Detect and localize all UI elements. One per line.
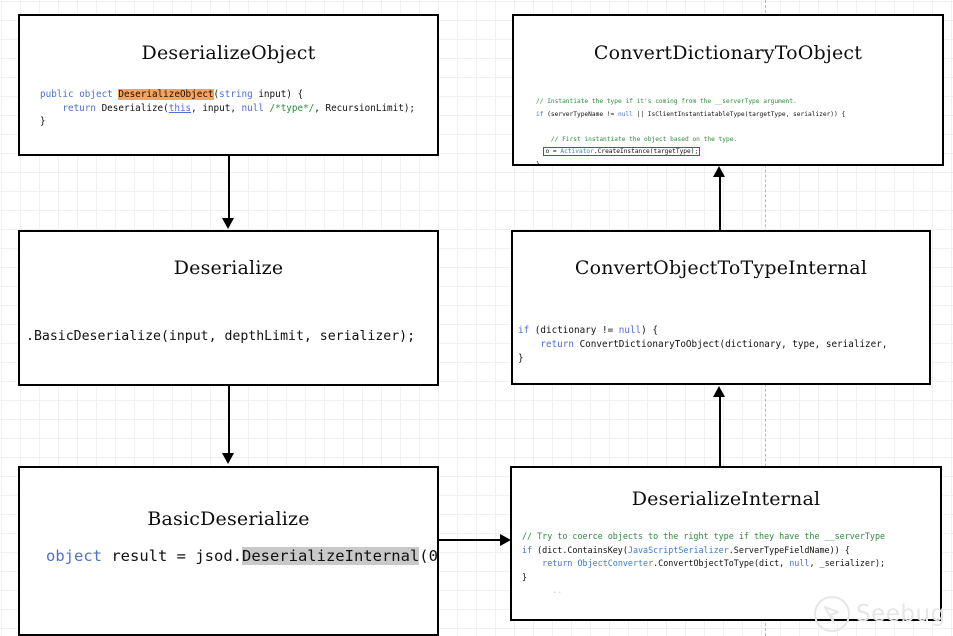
code-token: ConvertDictionaryToObject(dictionary, ty…	[573, 339, 888, 350]
code-indent	[522, 558, 542, 568]
code-token: }	[40, 116, 46, 127]
code-token-keyword: return	[542, 558, 573, 568]
code-token-comment: // Instantiate the type if it's coming f…	[536, 98, 797, 105]
code-block-convert-object-to-type-internal: if (dictionary != null) { return Convert…	[518, 324, 887, 366]
node-title: DeserializeObject	[141, 42, 316, 64]
code-token: }	[518, 353, 524, 364]
node-deserialize-object[interactable]: DeserializeObject public object Deserial…	[18, 14, 439, 156]
arrowhead-up	[713, 386, 725, 397]
code-token: input) {	[252, 89, 304, 100]
code-token: Deserialize(	[95, 102, 169, 114]
node-title: ConvertDictionaryToObject	[593, 42, 863, 64]
code-token-type: JavaScriptSerializer	[627, 544, 729, 555]
code-token: (dict.ContainsKey(	[532, 544, 628, 555]
code-token: (serverTypeName !=	[543, 110, 618, 118]
code-token-type: ObjectConverter	[577, 558, 654, 568]
code-token-comment: // First instantiate the object based on…	[536, 135, 738, 143]
code-token: , input,	[191, 102, 242, 114]
code-token: , _serializer);	[809, 558, 886, 568]
code-token: .BasicDeserialize(input, depthLimit, ser…	[26, 329, 416, 344]
connector-deserialize-to-basic-deserialize	[228, 386, 230, 454]
code-token-type: Activator	[560, 148, 594, 155]
node-deserialize[interactable]: Deserialize .BasicDeserialize(input, dep…	[18, 230, 439, 386]
code-highlight-deserialize-internal: DeserializeInternal	[241, 547, 420, 565]
code-token-keyword: if	[536, 110, 544, 118]
code-token: (	[213, 89, 220, 100]
arrowhead-right	[500, 534, 511, 546]
code-token-keyword: string	[219, 89, 253, 100]
node-title: DeserializeInternal	[631, 488, 821, 510]
code-token: result = jsod.	[102, 547, 242, 565]
connector-deserialize-internal-to-convert-object-to-type-internal	[719, 396, 721, 466]
code-token-keyword: public	[40, 89, 74, 100]
code-token: ) {	[641, 325, 658, 336]
code-token: }	[522, 571, 528, 582]
code-token-keyword: return	[540, 339, 574, 350]
code-token-null: null	[789, 558, 810, 568]
code-block-deserialize: .BasicDeserialize(input, depthLimit, ser…	[26, 328, 415, 345]
node-convert-dictionary-to-object[interactable]: ConvertDictionaryToObject // Instantiate…	[512, 14, 944, 166]
code-token: || IsClientInstantiatableType(targetType…	[632, 110, 846, 118]
code-token-keyword: return	[62, 102, 96, 114]
code-token-comment: // Try to coerce objects to the right ty…	[522, 531, 886, 541]
code-token-keyword: if	[522, 544, 533, 555]
code-token-this: this	[168, 102, 192, 114]
node-title: Deserialize	[173, 257, 284, 279]
node-deserialize-internal[interactable]: DeserializeInternal // Try to coerce obj…	[510, 466, 942, 621]
code-block-convert-dictionary-to-object: // Instantiate the type if it's coming f…	[536, 96, 846, 166]
connector-basic-deserialize-to-deserialize-internal	[439, 539, 502, 541]
node-basic-deserialize[interactable]: BasicDeserialize object result = jsod.De…	[18, 466, 439, 636]
code-token-null: null	[241, 102, 264, 114]
code-token: , RecursionLimit);	[314, 102, 416, 114]
code-block-basic-deserialize: object result = jsod.DeserializeInternal…	[46, 546, 438, 566]
code-token: .CreateInstance(targetType);	[593, 148, 699, 155]
code-token: .ConvertObjectToType(dict,	[653, 558, 790, 568]
code-token: }	[536, 160, 540, 166]
code-highlight-activator-createinstance: o = Activator.CreateInstance(targetType)…	[543, 147, 701, 156]
code-token-keyword: object	[46, 547, 102, 565]
code-token-keyword: object	[73, 89, 119, 100]
connector-convert-object-to-type-internal-to-convert-dictionary-to-object	[719, 176, 721, 230]
code-token-null: null	[618, 325, 642, 336]
node-title: BasicDeserialize	[147, 508, 310, 530]
code-token-null: null	[617, 110, 633, 118]
node-convert-object-to-type-internal[interactable]: ConvertObjectToTypeInternal if (dictiona…	[511, 230, 931, 385]
node-title: ConvertObjectToTypeInternal	[574, 257, 868, 279]
code-token-keyword: if	[518, 325, 530, 336]
code-token: (0);	[419, 547, 438, 565]
code-highlight-deserialize-object: DeserializeObject	[118, 89, 214, 100]
code-block-deserialize-internal: // Try to coerce objects to the right ty…	[522, 530, 885, 598]
code-block-deserialize-object: public object DeserializeObject(string i…	[40, 88, 415, 129]
arrowhead-up	[713, 166, 725, 177]
code-token: .ServerTypeFieldName)) {	[728, 544, 850, 555]
connector-deserialize-object-to-deserialize	[228, 156, 230, 219]
code-token: (dictionary !=	[529, 325, 619, 336]
code-token-faint: ..	[522, 585, 563, 595]
code-indent	[40, 103, 62, 114]
code-token-comment: /*type*/	[263, 102, 315, 114]
arrowhead-down	[222, 453, 234, 464]
arrowhead-down	[222, 218, 234, 229]
code-indent	[518, 339, 540, 350]
code-token: o =	[545, 148, 561, 155]
